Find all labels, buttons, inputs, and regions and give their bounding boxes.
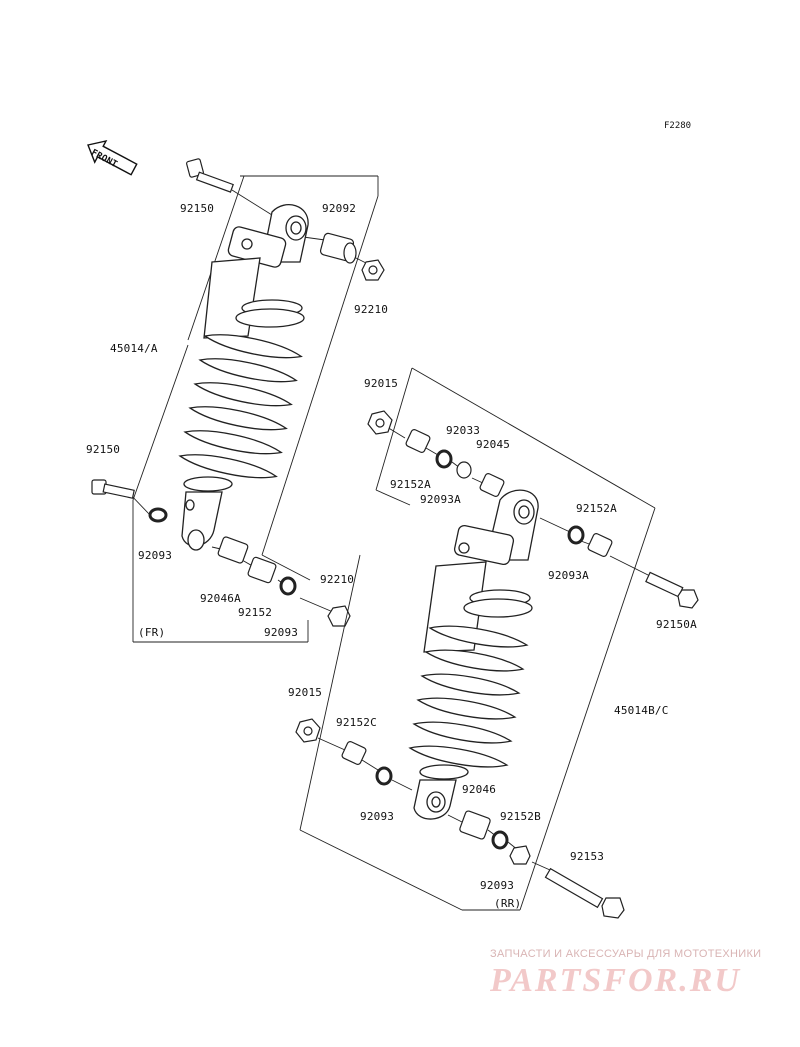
label-rear-lower-collar-c: 92152C (336, 716, 377, 729)
label-front-upper-collar: 92092 (322, 202, 357, 215)
label-rear-upper-seal: 92093A (420, 493, 461, 506)
label-rear-upper-washer-right: 92093A (548, 569, 589, 582)
label-front-lower-bolt: 92150 (86, 443, 121, 456)
label-front-shock: 45014/A (110, 342, 158, 355)
rear-upper-hardware (367, 410, 699, 609)
front-upper-bolt (186, 158, 234, 193)
label-front-lower-collar: 92152 (238, 606, 273, 619)
watermark-tagline: ЗАПЧАСТИ И АКСЕССУАРЫ ДЛЯ МОТОТЕХНИКИ (490, 948, 762, 960)
front-arrow-icon (87, 139, 138, 176)
label-rear-upper-nut: 92015 (364, 377, 399, 390)
label-rear-upper-bearing: 92045 (476, 438, 511, 451)
label-front-group: (FR) (138, 626, 166, 639)
label-rear-upper-collar-right: 92152A (576, 502, 617, 515)
figure-code: F2280 (664, 121, 692, 131)
front-upper-nut (361, 259, 385, 281)
label-front-upper-nut: 92210 (354, 303, 389, 316)
label-front-lower-washer-right: 92093 (264, 626, 299, 639)
label-rear-group: (RR) (494, 897, 522, 910)
front-lower-hardware (148, 507, 351, 627)
front-upper-collar (319, 232, 357, 264)
label-front-upper-bolt: 92150 (180, 202, 215, 215)
label-front-lower-nut: 92210 (320, 573, 355, 586)
label-rear-upper-collar-a: 92152A (390, 478, 431, 491)
front-lower-bolt (91, 479, 135, 499)
rear-lower-hardware (295, 718, 625, 919)
rear-group-lines (299, 367, 656, 911)
watermark-logo: PARTSFOR.RU (490, 962, 741, 999)
label-rear-shock: 45014B/C (614, 704, 669, 717)
label-front-lower-bearing: 92046A (200, 592, 241, 605)
label-rear-lower-nut: 92015 (288, 686, 323, 699)
label-rear-lower-bearing: 92046 (462, 783, 497, 796)
label-rear-lower-washer-left: 92093 (360, 810, 395, 823)
label-rear-upper-ring: 92033 (446, 424, 481, 437)
label-front-lower-washer-left: 92093 (138, 549, 173, 562)
label-rear-lower-bolt: 92153 (570, 850, 605, 863)
label-rear-upper-bolt: 92150A (656, 618, 697, 631)
label-rear-lower-collar-b: 92152B (500, 810, 541, 823)
rear-shock-absorber (408, 489, 539, 820)
label-rear-lower-washer-right: 92093 (480, 879, 515, 892)
front-shock-absorber (177, 204, 309, 551)
